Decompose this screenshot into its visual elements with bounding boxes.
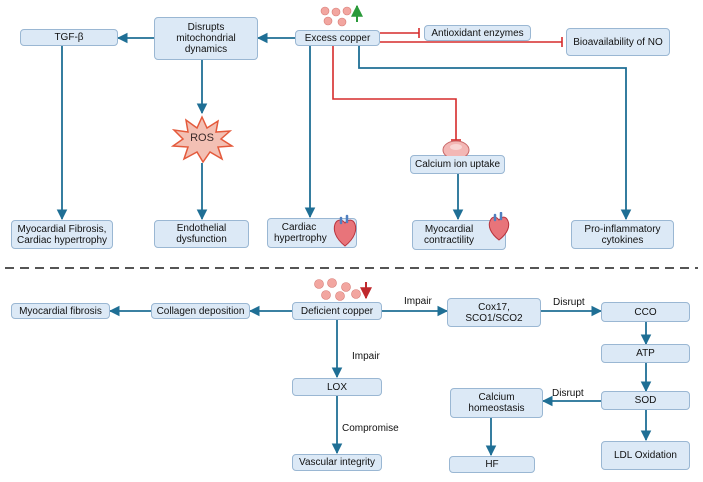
deficient-copper-box: Deficient copper xyxy=(292,302,382,320)
calcium-homeostasis-box: Calcium homeostasis xyxy=(450,388,543,418)
collagen-deposition-box: Collagen deposition xyxy=(151,303,250,319)
cco-box: CCO xyxy=(601,302,690,322)
myocardial-fibrosis-box: Myocardial fibrosis xyxy=(11,303,110,319)
calcium-uptake-box: Calcium ion uptake xyxy=(410,155,505,174)
lox-box: LOX xyxy=(292,378,382,396)
disrupts-mitochondrial-box: Disrupts mitochondrial dynamics xyxy=(154,17,258,60)
tgf-beta-box: TGF-β xyxy=(20,29,118,46)
calcium-channel-icon xyxy=(442,140,470,156)
ros-label: ROS xyxy=(190,132,214,144)
inhibit-calcium-uptake xyxy=(332,46,457,140)
vascular-integrity-box: Vascular integrity xyxy=(292,454,382,471)
endothelial-dysfunction-box: Endothelial dysfunction xyxy=(154,220,249,248)
bioavailability-box: Bioavailability of NO xyxy=(566,28,670,56)
copper-particles-bottom xyxy=(314,278,361,301)
copper-particles-top xyxy=(320,6,352,27)
hf-box: HF xyxy=(449,456,535,473)
disrupt-label-cco: Disrupt xyxy=(553,297,585,308)
antioxidant-box: Antioxidant enzymes xyxy=(424,25,531,41)
impair-label-lox: Impair xyxy=(352,351,380,362)
ldl-oxidation-box: LDL Oxidation xyxy=(601,441,690,470)
pro-inflammatory-box: Pro-inflammatory cytokines xyxy=(571,220,674,249)
sod-box: SOD xyxy=(601,391,690,410)
compromise-label: Compromise xyxy=(342,423,399,434)
cardiac-hypertrophy-label: Cardiac hypertrophy xyxy=(274,222,327,244)
myocardial-contractility-label: Myocardial contractility xyxy=(423,224,474,246)
arrow-copper-to-cytokines xyxy=(358,46,632,221)
heart-icon-contractility xyxy=(488,212,510,241)
myocardial-fibrosis-hypertrophy-box: Myocardial Fibrosis, Cardiac hypertrophy xyxy=(11,220,113,249)
excess-copper-box: Excess copper xyxy=(295,30,380,46)
heart-icon-hypertrophy xyxy=(333,214,357,247)
atp-box: ATP xyxy=(601,344,690,363)
cox17-sco-box: Cox17, SCO1/SCO2 xyxy=(447,298,541,327)
ros-burst-icon xyxy=(170,115,234,163)
impair-label-cox: Impair xyxy=(404,296,432,307)
disrupt-label-calcium: Disrupt xyxy=(552,388,584,399)
